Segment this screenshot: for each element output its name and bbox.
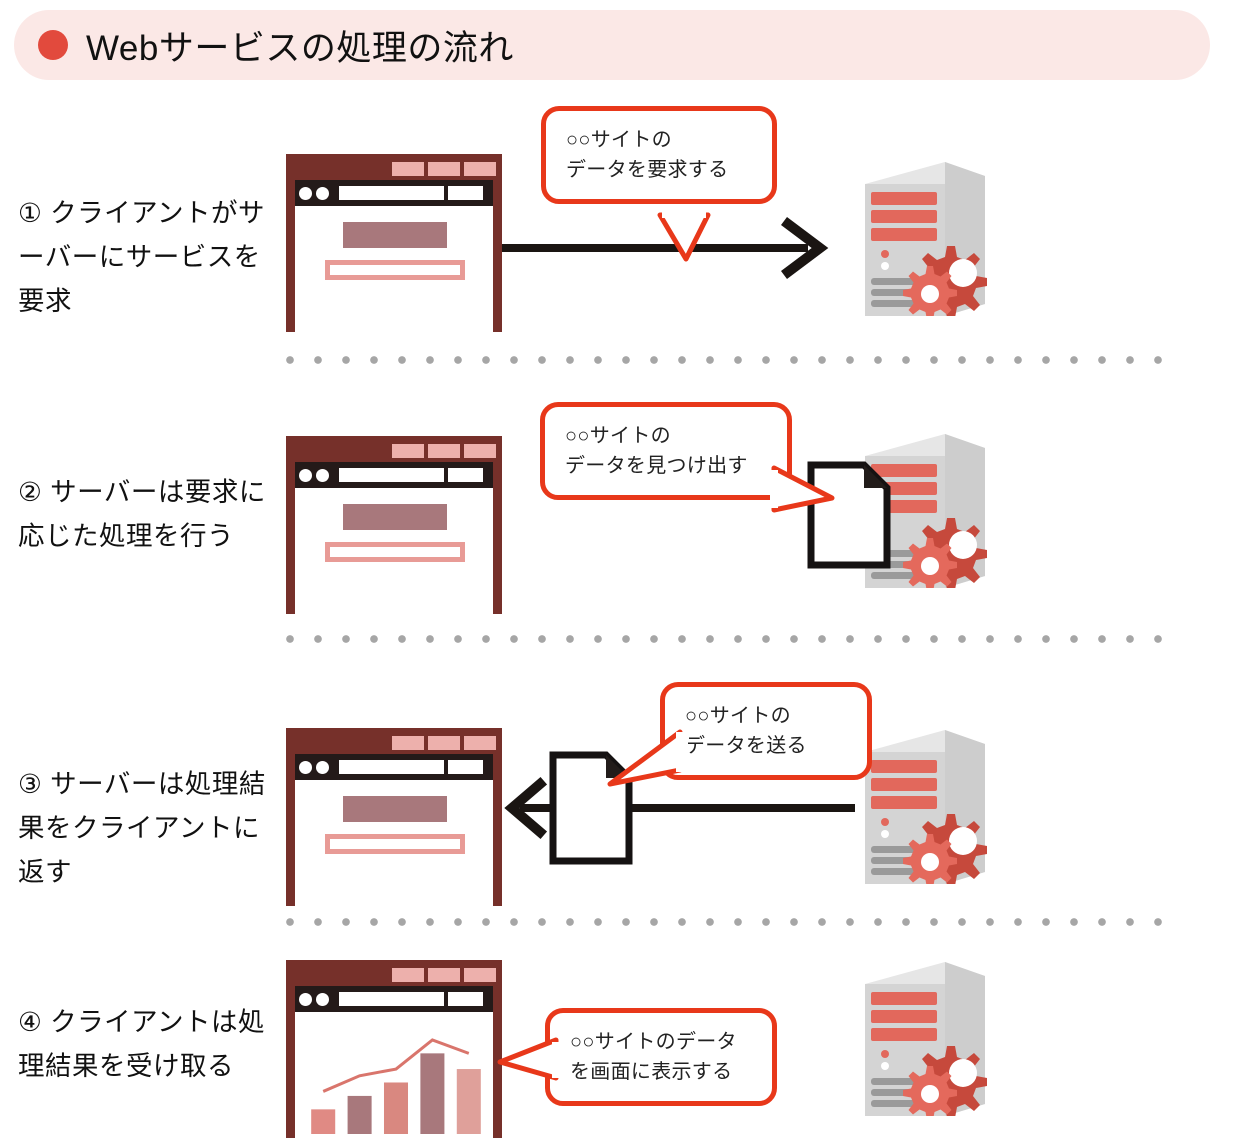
- chart-bar: [347, 1095, 372, 1134]
- client-browser-4: [286, 960, 502, 1138]
- gear-icon-small: [903, 266, 957, 316]
- step-4-speech-bubble: ○○サイトのデータ を画面に表示する: [545, 1008, 777, 1106]
- browser-tab[interactable]: [428, 162, 460, 176]
- window-dot-icon[interactable]: [316, 186, 329, 200]
- browser-toolbar: [295, 462, 493, 488]
- browser-tab[interactable]: [392, 444, 424, 458]
- chart-bar: [420, 1053, 445, 1134]
- browser-viewport: [295, 780, 493, 906]
- step-1-caption: ① クライアントがサーバーにサービスを要求: [18, 198, 266, 316]
- browser-tab[interactable]: [392, 162, 424, 176]
- chart-bar: [383, 1082, 409, 1134]
- browser-toolbar: [295, 180, 493, 206]
- chart-bar: [456, 1069, 481, 1134]
- window-dot-icon[interactable]: [299, 468, 312, 482]
- address-bar[interactable]: [339, 760, 444, 774]
- window-dot-icon[interactable]: [316, 468, 329, 482]
- document-icon-2: [807, 461, 891, 569]
- browser-viewport: [295, 206, 493, 332]
- flow-step-3: ③ サーバーは処理結果をクライアントに返す: [0, 672, 1248, 912]
- browser-tab[interactable]: [464, 968, 496, 982]
- address-bar[interactable]: [339, 468, 444, 482]
- window-dot-icon[interactable]: [299, 760, 312, 774]
- browser-tab[interactable]: [392, 968, 424, 982]
- speech-bubble-tail-4: [497, 1037, 564, 1081]
- chart-bar: [311, 1109, 336, 1134]
- browser-tab-strip: [286, 728, 502, 754]
- chart-trend-line: [322, 1038, 470, 1093]
- content-outline-box: [325, 542, 465, 562]
- step-3-caption: ③ サーバーは処理結果をクライアントに返す: [18, 769, 266, 887]
- gear-icon-small: [903, 538, 957, 588]
- server-tower-4: [865, 962, 987, 1116]
- browser-tab[interactable]: [464, 736, 496, 750]
- client-browser-1: [286, 154, 502, 332]
- search-bar[interactable]: [448, 760, 483, 774]
- content-block: [343, 222, 447, 248]
- arrow-right-1: [502, 217, 829, 279]
- window-dot-icon[interactable]: [316, 992, 329, 1006]
- flow-step-1: ① クライアントがサーバーにサービスを要求: [0, 96, 1248, 336]
- browser-tab[interactable]: [392, 736, 424, 750]
- step-3-speech-bubble: ○○サイトの データを送る: [660, 682, 872, 780]
- page-title: Webサービスの処理の流れ: [86, 28, 514, 68]
- server-tower-1: [865, 162, 987, 316]
- window-dot-icon[interactable]: [299, 186, 312, 200]
- browser-toolbar: [295, 754, 493, 780]
- page-title-banner: Webサービスの処理の流れ: [14, 10, 1210, 80]
- address-bar[interactable]: [339, 992, 444, 1006]
- flow-step-2: ② サーバーは要求に応じた処理を行う: [0, 380, 1248, 620]
- section-divider: [286, 917, 1162, 927]
- bar-chart: [311, 1038, 481, 1134]
- browser-tab-strip: [286, 154, 502, 180]
- content-outline-box: [325, 834, 465, 854]
- search-bar[interactable]: [448, 468, 483, 482]
- content-block: [343, 796, 447, 822]
- browser-tab[interactable]: [428, 444, 460, 458]
- gear-icon-small: [903, 834, 957, 884]
- step-2-caption: ② サーバーは要求に応じた処理を行う: [18, 477, 266, 551]
- browser-tab[interactable]: [428, 736, 460, 750]
- window-dot-icon[interactable]: [316, 760, 329, 774]
- section-divider: [286, 355, 1162, 365]
- speech-bubble-tail-2: [770, 465, 835, 513]
- browser-tab-strip: [286, 960, 502, 986]
- section-divider: [286, 634, 1162, 644]
- red-circle-icon: [38, 30, 68, 60]
- speech-bubble-tail-3: [607, 729, 688, 787]
- browser-viewport: [295, 488, 493, 614]
- speech-bubble-tail-1: [657, 211, 711, 262]
- browser-tab-strip: [286, 436, 502, 462]
- browser-viewport: [295, 1012, 493, 1138]
- content-outline-box: [325, 260, 465, 280]
- search-bar[interactable]: [448, 992, 483, 1006]
- browser-tab[interactable]: [464, 444, 496, 458]
- step-4-caption: ④ クライアントは処理結果を受け取る: [18, 1007, 266, 1081]
- client-browser-2: [286, 436, 502, 614]
- address-bar[interactable]: [339, 186, 444, 200]
- flow-step-4: ④ クライアントは処理結果を受け取る: [0, 950, 1248, 1138]
- browser-tab[interactable]: [464, 162, 496, 176]
- gear-icon-small: [903, 1066, 957, 1116]
- browser-toolbar: [295, 986, 493, 1012]
- step-2-speech-bubble: ○○サイトの データを見つけ出す: [540, 402, 792, 500]
- search-bar[interactable]: [448, 186, 483, 200]
- step-1-speech-bubble: ○○サイトの データを要求する: [541, 106, 777, 204]
- window-dot-icon[interactable]: [299, 992, 312, 1006]
- server-tower-3: [865, 730, 987, 884]
- content-block: [343, 504, 447, 530]
- browser-tab[interactable]: [428, 968, 460, 982]
- client-browser-3: [286, 728, 502, 906]
